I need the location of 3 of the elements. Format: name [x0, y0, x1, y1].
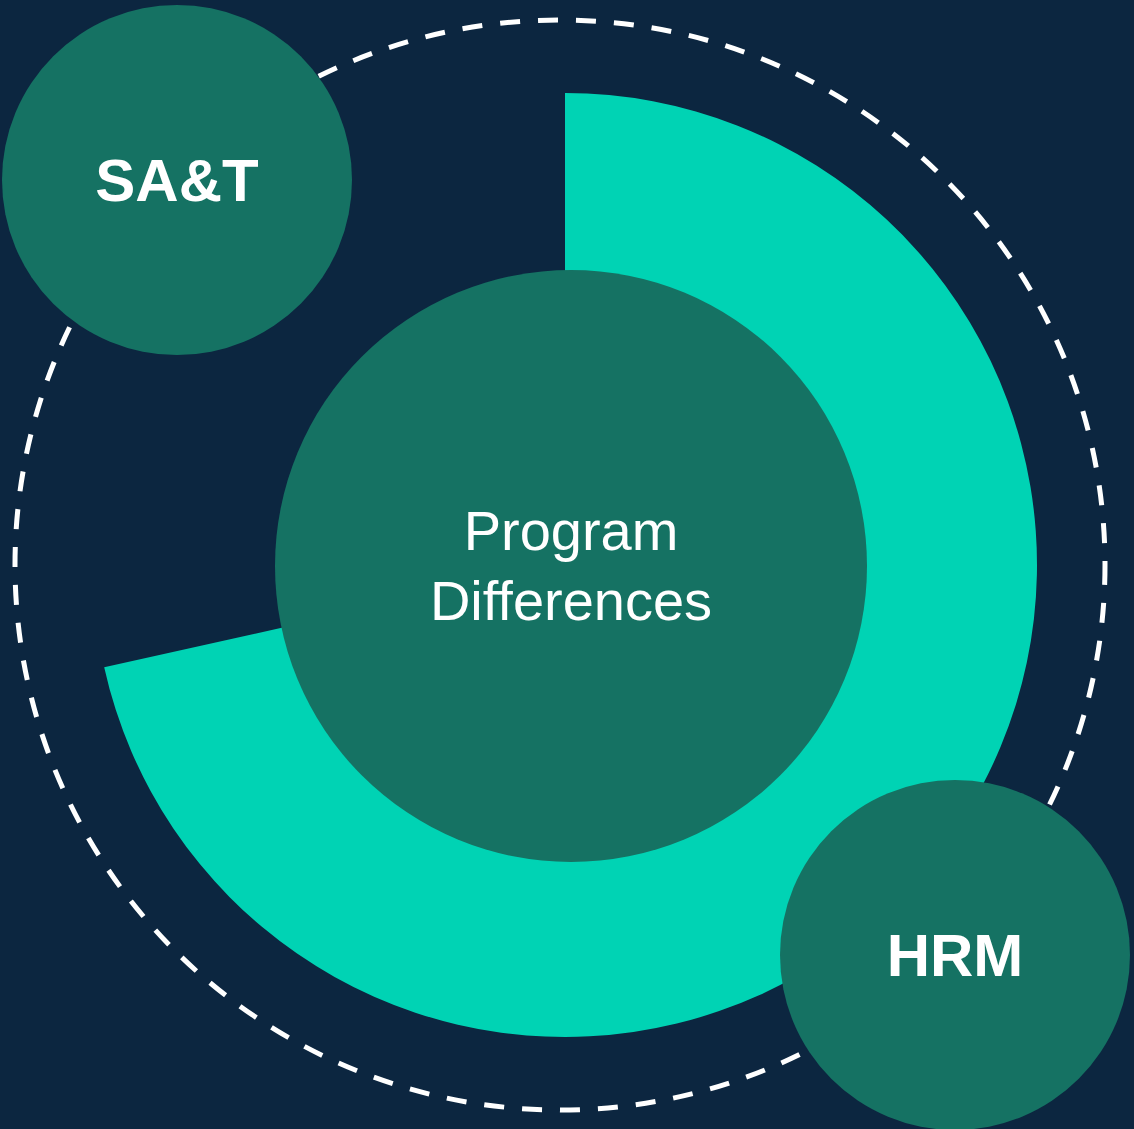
category-label: SA&T	[95, 145, 259, 216]
category-label: HRM	[886, 920, 1024, 991]
center-title: Program Differences	[428, 498, 714, 634]
